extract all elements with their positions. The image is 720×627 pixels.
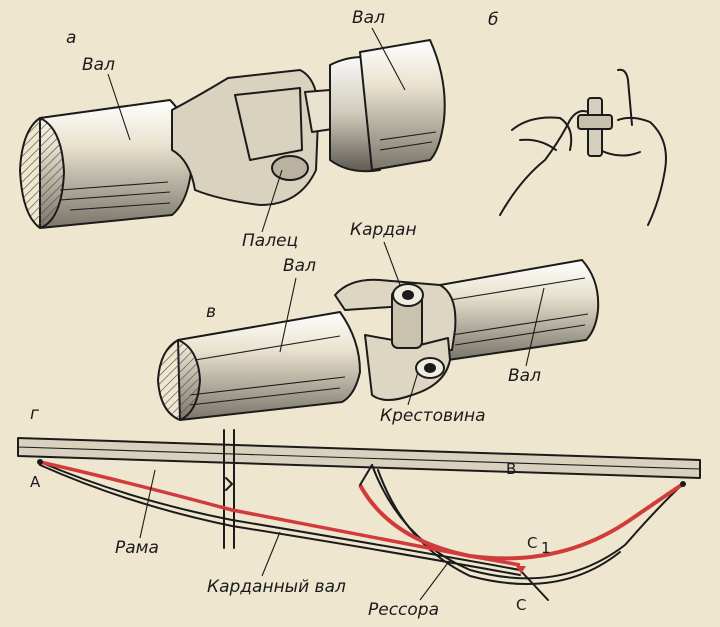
leader-frame [139,469,156,539]
cross-bearing-bottom-hole [424,363,436,373]
right-shaft-body [359,39,446,171]
leader-shaft-a-right [371,27,406,91]
left-shaft-v-end-face [157,339,201,421]
leader-shaft-v-left [279,277,297,353]
left-shaft-v-shading [189,335,346,406]
leader-cardan [383,241,401,286]
leader-pin [261,169,283,233]
spring-gray-2 [377,469,621,585]
right-shaft-shading [379,131,437,151]
cardan-shaft-red [39,460,521,567]
cross-bearing-top-hole [402,290,414,300]
leader-cardan-shaft [261,531,281,577]
lower-yoke [364,334,451,401]
panel-v-drawing [157,259,600,421]
panel-label-b: б [488,10,498,30]
cardan-shaft-gray [39,461,549,601]
frame-break-zigzag [225,477,233,491]
spring-red [358,482,685,561]
label-frame: Рама [115,538,159,558]
point-spring-end-marker [680,481,686,487]
left-hand-outline [499,110,589,216]
right-hand-index-finger [617,68,633,126]
right-hand-outline [617,116,667,226]
left-shaft-end-face [19,117,65,229]
leader-shaft-a-left [107,73,131,141]
label-shaft-a-left: Вал [82,55,115,75]
label-cross: Крестовина [380,406,486,426]
spring-gray [371,464,684,580]
point-a-marker [37,459,43,465]
leader-shaft-v-right [525,287,545,367]
panel-label-a: а [66,28,76,48]
leader-spring [419,559,451,601]
panel-label-v: в [206,302,216,322]
fork-slot [234,87,303,161]
point-label-c1: С [527,534,537,552]
right-shaft-v [439,259,600,361]
frame-break-lines [223,429,235,549]
label-pin: Палец [242,231,298,251]
left-hand-knuckle [519,138,557,151]
demo-cross-horizontal [577,114,613,130]
label-cardan: Кардан [350,220,417,240]
label-cardan-shaft: Карданный вал [207,577,346,597]
panel-label-g: г [30,404,39,424]
point-label-a: А [30,473,41,491]
point-label-b: В [506,460,516,478]
label-shaft-a-right: Вал [352,8,385,28]
point-label-c: С [516,596,526,614]
right-hand-thumb [599,149,641,157]
right-shaft-v-shading [449,277,589,346]
point-c1-marker [516,566,526,574]
label-shaft-v-right: Вал [508,366,541,386]
left-shaft-shading [59,181,171,211]
frame-bar-edge [17,446,701,470]
label-spring: Рессора [368,600,439,620]
panel-a-drawing [19,39,446,229]
pin-hole [271,155,309,181]
left-hand-fingers [511,116,573,151]
panel-g-drawing [17,429,701,601]
point-label-c1-subscript: 1 [541,539,551,557]
panel-b-drawing [499,68,667,226]
leader-cross [407,371,419,406]
label-shaft-v-left: Вал [283,256,316,276]
upper-yoke [334,278,457,353]
spring-shackle [359,464,373,486]
left-shaft-v [177,311,361,421]
